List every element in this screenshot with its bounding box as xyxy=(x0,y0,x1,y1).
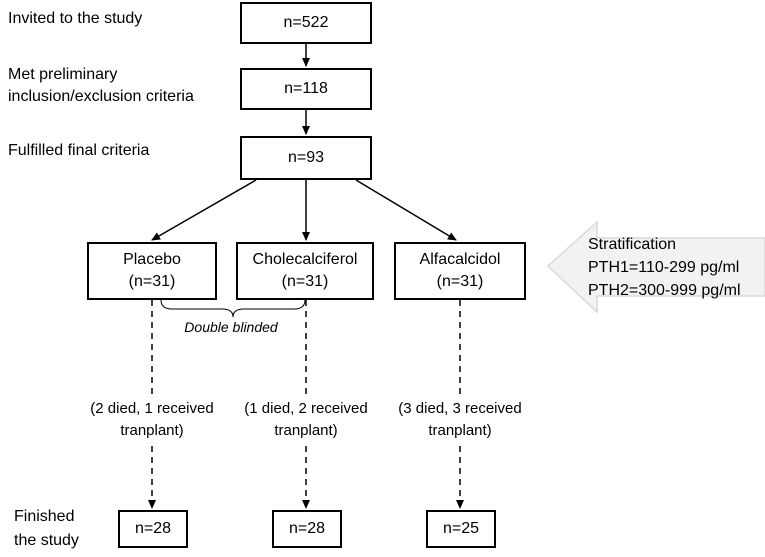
loss-note-placebo: (2 died, 1 received tranplant) xyxy=(62,398,242,442)
count-final: n=93 xyxy=(287,149,325,166)
box-finished-placebo: n=28 xyxy=(118,510,188,548)
count-invited: n=522 xyxy=(283,14,329,31)
label-finished-line1: Finished xyxy=(14,508,75,525)
box-arm-placebo: Placebo (n=31) xyxy=(87,242,217,300)
box-invited: n=522 xyxy=(240,2,372,44)
label-invited: Invited to the study xyxy=(8,10,143,27)
loss-alfacalcidol-line2: tranplant) xyxy=(428,422,492,439)
label-final-criteria: Fulfilled final criteria xyxy=(8,142,150,159)
finished-cholecalciferol: n=28 xyxy=(288,520,326,537)
arm-n-placebo: (n=31) xyxy=(128,273,176,290)
arm-name-cholecalciferol: Cholecalciferol xyxy=(252,251,358,268)
box-preliminary: n=118 xyxy=(240,68,372,110)
finished-alfacalcidol: n=25 xyxy=(442,520,480,537)
arm-n-cholecalciferol: (n=31) xyxy=(281,273,329,290)
loss-cholecalciferol-line2: tranplant) xyxy=(274,422,338,439)
stratification-title: Stratification xyxy=(588,236,677,253)
loss-cholecalciferol-line1: (1 died, 2 received xyxy=(244,400,368,417)
stratification-arrow-shape xyxy=(546,220,765,314)
label-preliminary-line2: inclusion/exclusion criteria xyxy=(8,88,194,105)
box-final: n=93 xyxy=(240,136,372,180)
box-finished-alfacalcidol: n=25 xyxy=(426,510,496,548)
stratification-pth1: PTH1=110-299 pg/ml xyxy=(588,259,740,276)
arm-name-placebo: Placebo xyxy=(123,251,181,268)
arm-n-alfacalcidol: (n=31) xyxy=(436,273,484,290)
double-blinded-bracket xyxy=(160,299,306,318)
count-preliminary: n=118 xyxy=(284,80,328,97)
box-arm-cholecalciferol: Cholecalciferol (n=31) xyxy=(236,242,374,300)
stratification-pth2: PTH2=300-999 pg/ml xyxy=(588,282,741,299)
arm-name-alfacalcidol: Alfacalcidol xyxy=(419,251,501,268)
arrow-final-to-placebo xyxy=(151,179,257,241)
label-finished-line2: the study xyxy=(14,532,79,549)
arrow-final-to-alfacalcidol xyxy=(355,179,457,241)
loss-placebo-line1: (2 died, 1 received xyxy=(90,400,214,417)
box-finished-cholecalciferol: n=28 xyxy=(272,510,342,548)
label-double-blinded: Double blinded xyxy=(184,319,278,335)
finished-placebo: n=28 xyxy=(134,520,172,537)
loss-note-alfacalcidol: (3 died, 3 received tranplant) xyxy=(370,398,550,442)
loss-note-cholecalciferol: (1 died, 2 received tranplant) xyxy=(216,398,396,442)
loss-alfacalcidol-line1: (3 died, 3 received xyxy=(398,400,522,417)
loss-placebo-line2: tranplant) xyxy=(120,422,184,439)
box-arm-alfacalcidol: Alfacalcidol (n=31) xyxy=(394,242,526,300)
label-preliminary-line1: Met preliminary xyxy=(8,66,118,83)
